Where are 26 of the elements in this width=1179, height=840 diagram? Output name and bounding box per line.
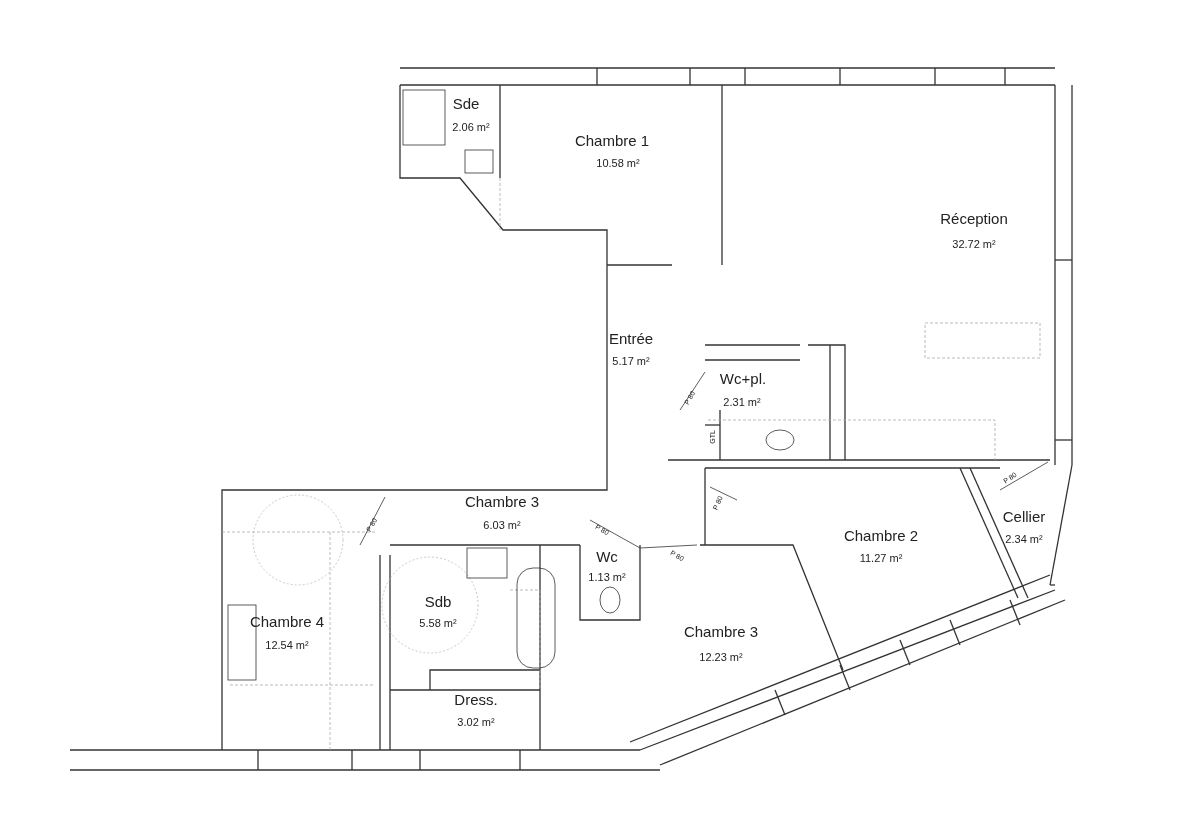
room-name: Wc+pl. <box>719 370 767 388</box>
room-name: Sde <box>452 95 480 113</box>
room-area: 5.17 m² <box>612 354 650 368</box>
room-area: 2.06 m² <box>452 120 490 134</box>
room-area: 10.58 m² <box>596 156 640 170</box>
room-name: Dress. <box>454 691 498 709</box>
room-name: Cellier <box>1002 508 1046 526</box>
room-area: 32.72 m² <box>952 237 996 251</box>
room-name: Sdb <box>424 593 452 611</box>
room-area: 2.34 m² <box>1005 532 1043 546</box>
room-name: Wc <box>596 548 618 566</box>
room-name: Chambre 2 <box>843 527 919 545</box>
room-area: 2.31 m² <box>723 395 761 409</box>
room-area: 12.54 m² <box>265 638 309 652</box>
room-name: Chambre 4 <box>249 613 325 631</box>
room-name: Chambre 3 <box>464 493 540 511</box>
room-area: 11.27 m² <box>859 551 903 565</box>
room-name: Chambre 3 <box>683 623 759 641</box>
room-area: 12.23 m² <box>699 650 743 664</box>
room-area: 6.03 m² <box>483 518 521 532</box>
room-area: 3.02 m² <box>457 715 495 729</box>
room-name: Réception <box>940 210 1008 228</box>
room-area: 1.13 m² <box>588 570 626 584</box>
room-area: 5.58 m² <box>419 616 457 630</box>
room-name: Chambre 1 <box>574 132 650 150</box>
room-name: Entrée <box>608 330 654 348</box>
